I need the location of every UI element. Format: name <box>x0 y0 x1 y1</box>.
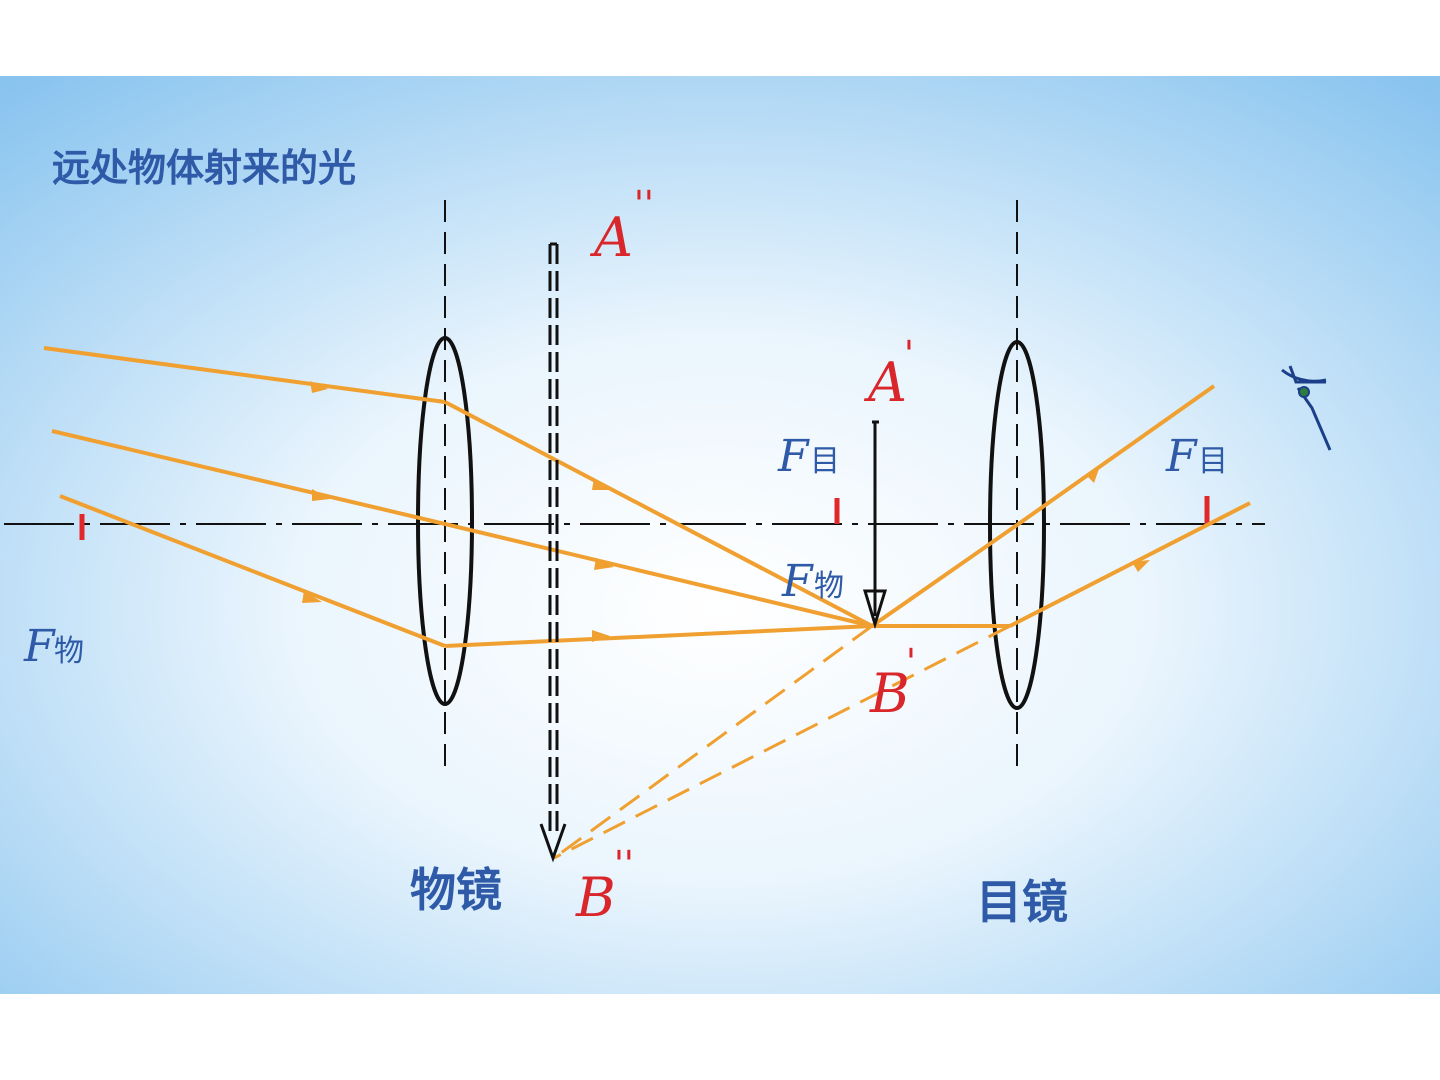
arrowhead-3 <box>302 591 322 603</box>
objective-lens <box>416 336 474 706</box>
eyepiece-rays <box>870 384 1251 628</box>
arrowhead-1 <box>310 381 328 393</box>
eyepiece-lens <box>988 340 1046 710</box>
incoming-rays <box>43 346 446 648</box>
arrowhead-6 <box>592 630 610 642</box>
ray-upper-to-eyepiece <box>870 523 1019 628</box>
background <box>0 76 1440 994</box>
svg-text:A: A <box>589 206 633 269</box>
arrowhead-7 <box>1086 466 1100 483</box>
svg-text:F: F <box>781 556 814 607</box>
ray-upper-emergent <box>1015 384 1216 527</box>
svg-text:B: B <box>869 662 910 725</box>
diagram-title: 远处物体射来的光 <box>52 146 356 190</box>
virtual-image-arrow <box>539 242 567 863</box>
svg-text:F: F <box>23 621 56 672</box>
virtual-ray-lower <box>553 624 1011 860</box>
svg-text:B: B <box>575 866 616 929</box>
ray-top-incoming <box>43 346 446 404</box>
focal-label-objective-left: F 物 <box>23 621 84 672</box>
ray-arrowheads <box>302 381 1150 642</box>
arrowhead-5 <box>594 558 614 570</box>
label-b-double-prime: B '' <box>575 844 634 929</box>
svg-text:物: 物 <box>54 634 84 669</box>
ray-bottom-refracted <box>444 624 873 648</box>
virtual-rays <box>553 624 1011 860</box>
arrowhead-8 <box>1132 560 1150 572</box>
svg-text:': ' <box>906 642 916 683</box>
objective-lens-label: 物镜 <box>410 863 502 917</box>
svg-text:A: A <box>863 351 907 414</box>
svg-text:物: 物 <box>814 569 844 604</box>
svg-text:F: F <box>1165 431 1198 482</box>
label-a-double-prime: A '' <box>589 184 654 269</box>
focal-label-eyepiece-right: F 目 <box>1165 431 1228 482</box>
ray-bottom-incoming <box>59 494 446 648</box>
refracted-rays <box>444 400 873 648</box>
label-b-prime: B ' <box>869 642 916 725</box>
intermediate-image-arrowhead <box>862 589 888 630</box>
eyepiece-lens-label: 目镜 <box>976 875 1068 929</box>
ray-lower-emergent <box>1009 501 1251 628</box>
telescope-ray-diagram: 远处物体射来的光 <box>0 76 1440 994</box>
svg-text:目: 目 <box>1198 444 1228 479</box>
svg-text:F: F <box>777 431 810 482</box>
focal-label-objective-right: F 物 <box>781 556 844 607</box>
svg-text:'': '' <box>634 184 654 225</box>
ray-middle-incoming <box>51 429 446 526</box>
virtual-ray-upper <box>553 624 873 860</box>
svg-text:目: 目 <box>810 444 840 479</box>
svg-text:': ' <box>904 334 914 375</box>
ray-top-refracted <box>444 400 873 628</box>
arrowhead-2 <box>312 489 330 501</box>
label-a-prime: A ' <box>863 334 914 414</box>
arrowhead-4 <box>592 478 612 490</box>
ray-middle-refracted <box>444 522 873 628</box>
eye-icon <box>1281 365 1332 451</box>
svg-text:'': '' <box>614 844 634 885</box>
diagram-slide: 远处物体射来的光 <box>0 76 1440 994</box>
focal-label-eyepiece-left: F 目 <box>777 431 840 482</box>
